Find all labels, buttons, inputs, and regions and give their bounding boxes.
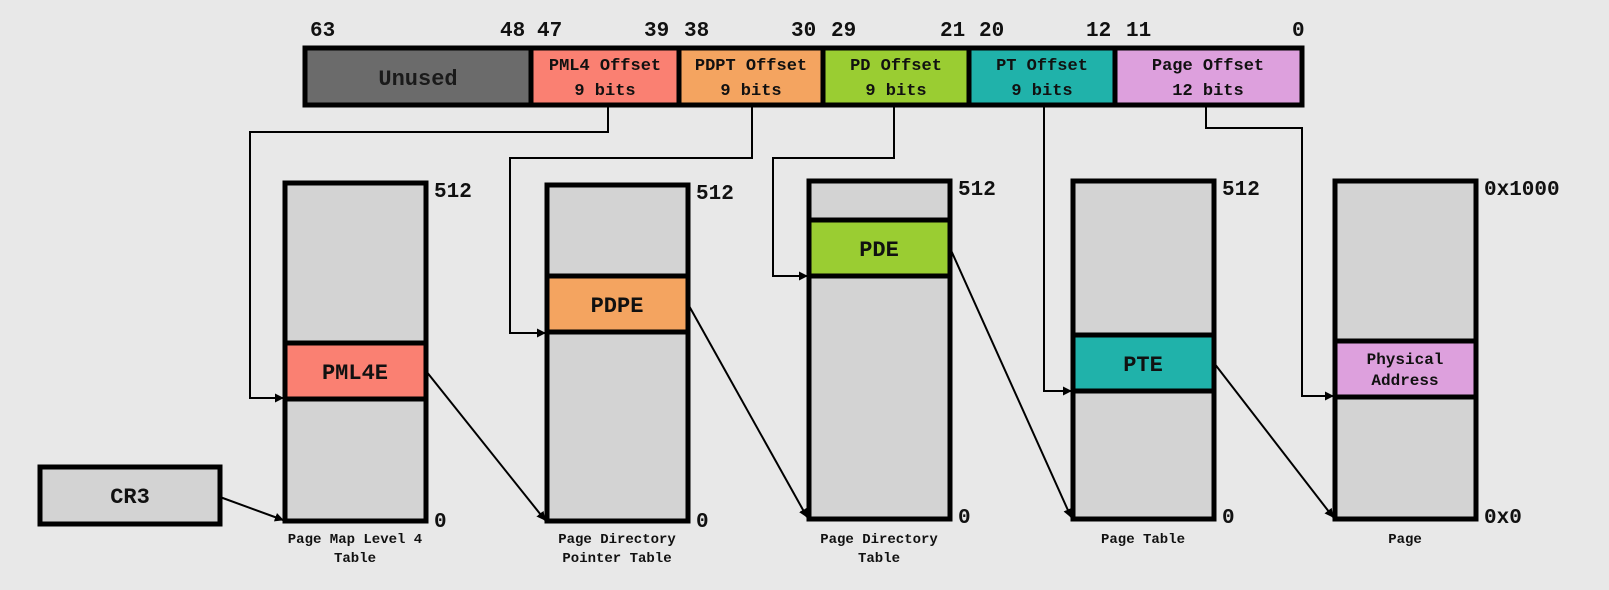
field-bits: 9 bits [1011,82,1072,101]
table-pd: PDE 512 0 Page Directory Table [806,178,996,567]
field-label: Page Offset [1152,57,1264,76]
field-label: PD Offset [850,57,942,76]
bit-number: 11 [1126,20,1151,43]
table-top-label: 0x1000 [1484,179,1560,202]
offset-connectors [249,105,1334,403]
bit-number: 0 [1292,20,1305,43]
bit-number: 20 [979,20,1004,43]
cr3-label: CR3 [110,485,150,510]
bit-numbers: 63 48 47 39 38 30 29 21 20 12 11 0 [310,20,1305,43]
field-unused [302,45,534,108]
bit-number: 29 [831,20,856,43]
entry-label: Address [1371,372,1438,390]
pml4e-connector [425,370,546,521]
field-pt-offset [966,45,1118,108]
field-label: PML4 Offset [549,57,661,76]
bit-number: 12 [1086,20,1111,43]
pdpe-connector [687,303,808,518]
table-caption: Page [1388,532,1422,548]
entry-label: PDE [859,238,899,263]
bit-number: 38 [684,20,709,43]
table-bottom-label: 0x0 [1484,507,1522,530]
pt-offset-connector [1043,105,1072,396]
table-caption: Page Map Level 4 [288,532,422,548]
table-bottom-label: 0 [1222,507,1235,530]
bit-number: 48 [500,20,525,43]
field-page-offset [1112,45,1305,108]
bit-number: 21 [940,20,965,43]
field-bits: 9 bits [574,82,635,101]
table-body [544,182,691,524]
cr3-connector [219,496,284,522]
entry-label: Physical [1367,351,1444,369]
bit-number: 47 [537,20,562,43]
pdpt-offset-connector [509,105,753,338]
table-bottom-label: 0 [696,511,709,534]
table-bottom-label: 0 [958,507,971,530]
table-top-label: 512 [696,183,734,206]
bit-number: 39 [644,20,669,43]
bit-number: 30 [791,20,816,43]
table-caption: Table [858,551,900,567]
linear-address: Unused PML4 Offset 9 bits PDPT Offset 9 … [302,45,1305,108]
field-bits: 9 bits [865,82,926,101]
table-caption: Page Directory [820,532,938,548]
field-label: PT Offset [996,57,1088,76]
field-bits: 9 bits [720,82,781,101]
table-pdpt: PDPE 512 0 Page Directory Pointer Table [544,182,734,567]
pd-offset-connector [772,105,895,281]
table-caption: Pointer Table [562,551,671,567]
pml4-offset-connector [249,105,609,403]
page-offset-connector [1205,105,1334,401]
table-pt: PTE 512 0 Page Table [1070,178,1260,548]
entry-physical-address [1332,338,1479,400]
pde-connector [949,247,1072,518]
bit-number: 63 [310,20,335,43]
table-top-label: 512 [1222,179,1260,202]
cr3-box [37,464,223,527]
table-caption: Page Table [1101,532,1185,548]
table-page: Physical Address 0x1000 0x0 Page [1332,178,1560,548]
table-top-label: 512 [434,181,472,204]
table-caption: Table [334,551,376,567]
entry-connectors [219,247,1334,522]
field-label: Unused [378,67,457,92]
entry-label: PDPE [591,294,644,319]
field-label: PDPT Offset [695,57,807,76]
table-caption: Page Directory [558,532,676,548]
field-bits: 12 bits [1172,82,1243,101]
table-top-label: 512 [958,179,996,202]
cr3-register: CR3 [37,464,223,527]
entry-label: PML4E [322,361,388,386]
table-pml4: PML4E 512 0 Page Map Level 4 Table [282,180,472,567]
table-bottom-label: 0 [434,511,447,534]
entry-label: PTE [1123,353,1163,378]
field-pml4-offset [528,45,682,108]
pte-connector [1213,362,1334,518]
